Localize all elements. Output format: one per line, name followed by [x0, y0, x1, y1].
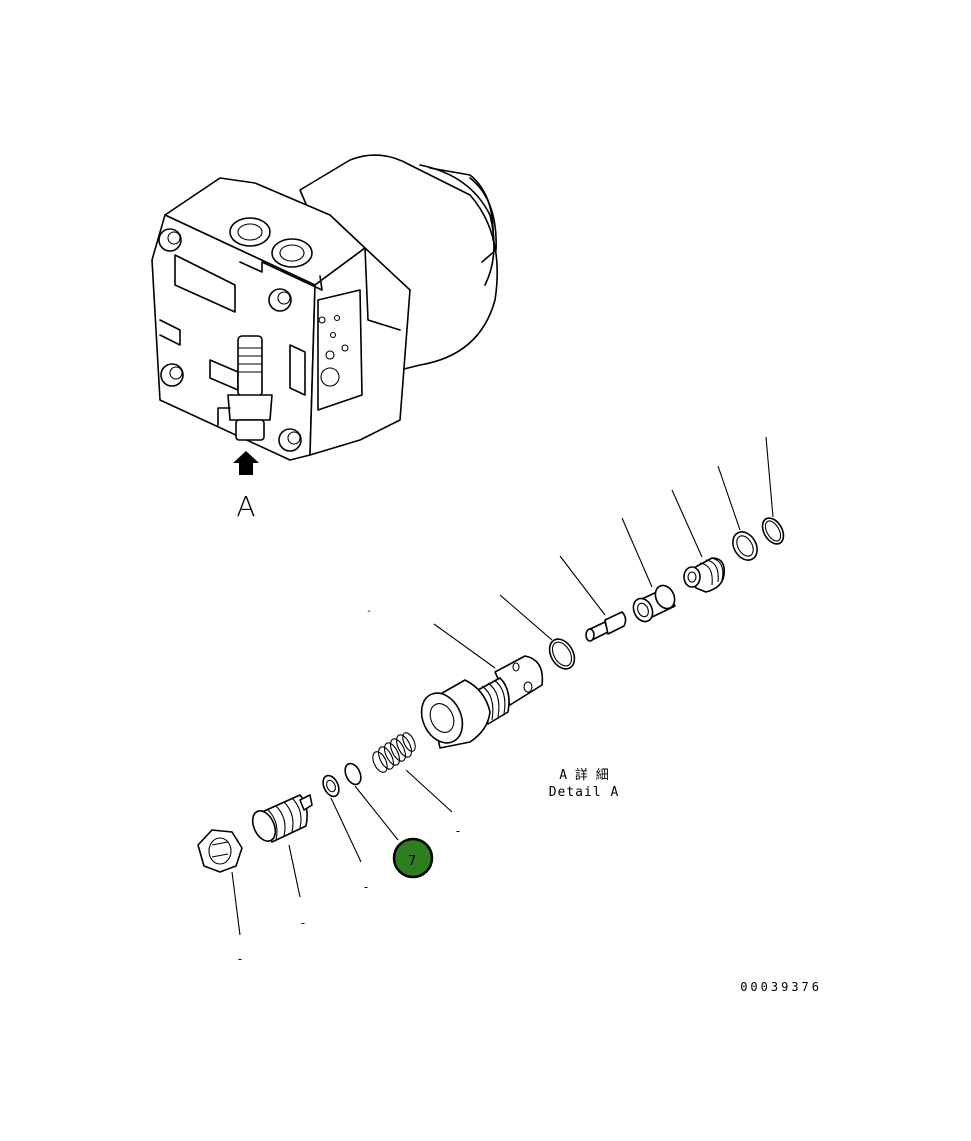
pin-part	[585, 611, 627, 642]
view-arrow-icon	[233, 451, 259, 475]
view-label: A	[236, 490, 255, 523]
sleeve-part	[632, 584, 676, 623]
leader-lines	[231, 436, 774, 936]
o-ring-part	[548, 638, 576, 670]
plug-part	[683, 557, 726, 593]
valve-in-place	[217, 335, 273, 441]
o-ring-part	[761, 517, 785, 545]
callout-number: 7	[408, 854, 416, 869]
ring-part	[344, 762, 362, 786]
nut-part	[197, 829, 243, 873]
leader-label: -	[362, 880, 369, 894]
drawing-number: 00039376	[740, 980, 822, 994]
bolt-icon	[278, 428, 302, 452]
leader-label: -	[366, 606, 372, 617]
bolt-icon	[160, 363, 184, 387]
leader-label: -	[299, 916, 306, 930]
pump-assembly	[151, 154, 498, 461]
adjuster-part	[251, 794, 313, 843]
valve-body-part	[420, 655, 544, 749]
detail-label-en: Detail A	[549, 785, 620, 800]
washer-part	[322, 774, 340, 798]
leader-label: -	[454, 824, 461, 838]
spring-part	[372, 732, 416, 773]
bolt-icon	[158, 228, 182, 252]
part-callout-7[interactable]: 7	[392, 837, 434, 879]
leader-label: -	[236, 952, 243, 966]
detail-label-jp: A 詳 細	[559, 767, 608, 783]
bolt-icon	[268, 288, 292, 312]
o-ring-part	[732, 531, 758, 561]
